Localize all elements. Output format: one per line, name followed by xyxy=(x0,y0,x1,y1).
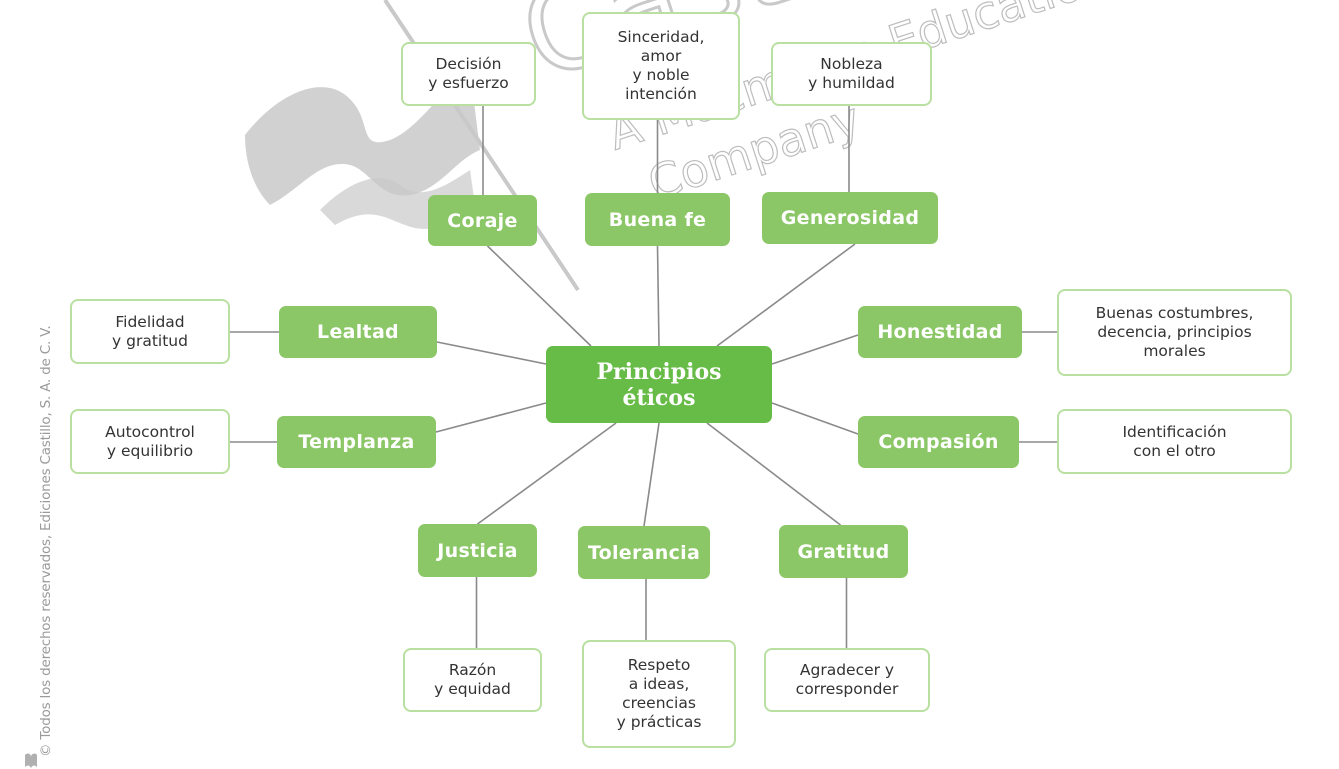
center-node-principios-eticos: Principios éticos xyxy=(546,346,772,423)
principle-label: Templanza xyxy=(298,431,415,453)
description-generosidad: Nobleza y humildad xyxy=(771,42,932,106)
principle-label: Tolerancia xyxy=(587,541,701,564)
center-label: Principios éticos xyxy=(596,358,722,411)
description-tolerancia: Respeto a ideas, creencias y prácticas xyxy=(582,640,736,748)
description-coraje: Decisión y esfuerzo xyxy=(401,42,536,106)
principle-generosidad: Generosidad xyxy=(762,192,938,244)
connector-honestidad-center xyxy=(771,334,859,365)
description-text: Nobleza y humildad xyxy=(808,55,895,92)
description-compasion: Identificación con el otro xyxy=(1057,409,1292,474)
principle-justicia: Justicia xyxy=(418,524,537,577)
description-text: Agradecer y corresponder xyxy=(795,661,899,698)
principle-label: Buena fe xyxy=(608,208,707,231)
description-text: Buenas costumbres, decencia, principios … xyxy=(1095,304,1254,360)
principle-coraje: Coraje xyxy=(428,195,537,246)
principle-label: Gratitud xyxy=(797,540,890,563)
description-text: Fidelidad y gratitud xyxy=(112,312,188,350)
description-buena-fe: Sinceridad, amor y noble intención xyxy=(582,12,740,120)
description-justicia: Razón y equidad xyxy=(403,648,542,712)
principle-label: Justicia xyxy=(437,539,518,562)
publisher-logo-icon xyxy=(25,753,37,768)
description-gratitud: Agradecer y corresponder xyxy=(764,648,930,712)
description-text: Identificación con el otro xyxy=(1122,422,1227,460)
connector-generosidad-center xyxy=(716,243,856,347)
connector-gratitud-center xyxy=(706,422,841,526)
connector-templanza-center xyxy=(435,402,547,433)
principle-gratitud: Gratitud xyxy=(779,525,908,578)
copyright-note: © Todos los derechos reservados, Edicion… xyxy=(38,325,54,757)
connector-tolerancia-center xyxy=(643,422,660,527)
connector-compasion-center xyxy=(771,402,859,435)
description-text: Razón y equidad xyxy=(434,661,511,698)
description-honestidad: Buenas costumbres, decencia, principios … xyxy=(1057,289,1292,376)
description-text: Respeto a ideas, creencias y prácticas xyxy=(616,656,702,731)
principle-label: Lealtad xyxy=(317,321,399,343)
principle-label: Honestidad xyxy=(877,321,1003,343)
description-lealtad: Fidelidad y gratitud xyxy=(70,299,230,364)
principle-tolerancia: Tolerancia xyxy=(578,526,710,579)
connector-buena-fe-center xyxy=(656,245,660,347)
principle-templanza: Templanza xyxy=(277,416,436,468)
description-text: Decisión y esfuerzo xyxy=(428,55,509,92)
principle-lealtad: Lealtad xyxy=(279,306,437,358)
principle-compasion: Compasión xyxy=(858,416,1019,468)
connector-lealtad-center xyxy=(436,341,547,365)
connector-coraje-center xyxy=(486,245,592,347)
description-templanza: Autocontrol y equilibrio xyxy=(70,409,230,474)
principle-buena-fe: Buena fe xyxy=(585,193,730,246)
description-text: Autocontrol y equilibrio xyxy=(105,422,195,460)
principle-label: Coraje xyxy=(447,209,518,232)
description-text: Sinceridad, amor y noble intención xyxy=(617,28,705,103)
principle-label: Generosidad xyxy=(780,207,920,229)
principle-honestidad: Honestidad xyxy=(858,306,1022,358)
connector-justicia-center xyxy=(477,422,617,525)
principle-label: Compasión xyxy=(878,431,999,453)
